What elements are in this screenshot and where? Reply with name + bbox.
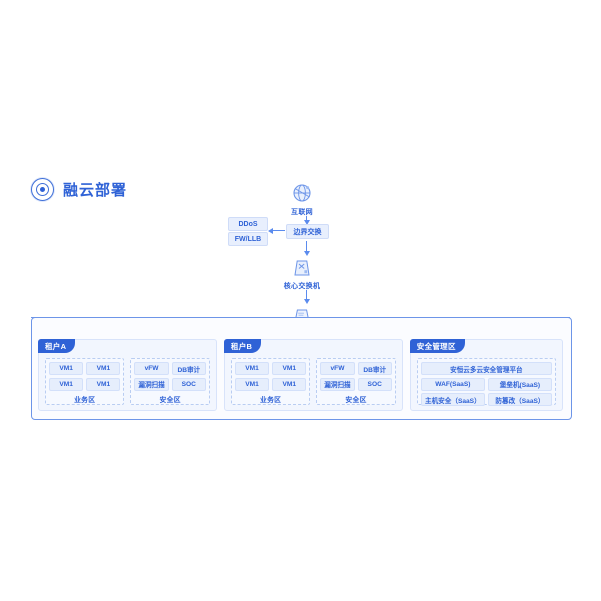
zone-tag: 安全管理区 [409,339,465,353]
arrow-edge-to-security [268,227,285,235]
core-switch-label: 核心交换机 [283,283,321,290]
vm-cell[interactable]: VM1 [272,377,307,391]
zone-tag: 租户B [223,339,262,353]
arrow-core-to-virtual [303,290,311,304]
zone-tag: 租户A [38,339,76,353]
security-cell[interactable]: vFW [134,362,169,375]
security-cell[interactable]: DB审计 [171,362,206,375]
zone-list: 租户A VM1 VM1 VM1 VM1 业务区 vFW D [38,339,563,411]
platform-cell[interactable]: 安恒云多云安全管理平台 [420,362,552,375]
bullseye-icon [31,178,54,201]
zone-tenant-b[interactable]: 租户B VM1 VM1 VM1 VM1 业务区 vFW D [223,339,403,411]
vm-cell[interactable]: VM1 [49,362,84,375]
security-cell[interactable]: SOC [171,377,206,391]
vm-cell[interactable]: VM1 [234,362,270,375]
subzone-label: 业务区 [74,397,96,404]
subzone-label: 安全区 [159,397,181,404]
zone-security-management[interactable]: 安全管理区 安恒云多云安全管理平台 WAF(SaaS) 堡垒机(SaaS) 主机… [409,339,563,411]
subzone-security: vFW DB审计 漏洞扫描 SOC 安全区 [316,358,396,405]
vm-cell[interactable]: VM1 [86,377,121,391]
security-cell[interactable]: 漏洞扫描 [134,377,169,391]
page-title: 融云部署 [31,178,127,201]
saas-cell[interactable]: 防篡改（SaaS） [487,393,552,406]
subzone-business: VM1 VM1 VM1 VM1 业务区 [45,358,125,405]
subzone-business: VM1 VM1 VM1 VM1 业务区 [230,358,311,405]
subzone-security: vFW DB审计 漏洞扫描 SOC 安全区 [130,358,210,405]
vm-cell[interactable]: VM1 [86,362,121,375]
core-switch-icon [292,257,312,277]
saas-cell[interactable]: 堡垒机(SaaS) [487,377,552,391]
security-cell[interactable]: SOC [357,377,392,391]
fw-llb-node: FW/LLB [228,232,268,246]
subzone-label: 安全区 [345,397,367,404]
security-cell[interactable]: vFW [320,362,355,375]
arrow-internet-to-edge [303,216,311,225]
vm-cell[interactable]: VM1 [272,362,307,375]
vm-cell[interactable]: VM1 [234,377,270,391]
zone-tenant-a[interactable]: 租户A VM1 VM1 VM1 VM1 业务区 vFW D [38,339,217,411]
edge-switch-node: 边界交换 [286,224,329,239]
ddos-node: DDoS [228,217,268,231]
page-title-label: 融云部署 [63,182,128,199]
arrow-edge-to-core [303,241,311,256]
subzone-label: 业务区 [259,397,282,404]
security-cell[interactable]: DB审计 [357,362,392,375]
saas-cell[interactable]: 主机安全（SaaS） [420,393,485,406]
saas-cell[interactable]: WAF(SaaS) [420,377,485,391]
vm-cell[interactable]: VM1 [49,377,84,391]
internet-label: 互联网 [291,209,313,216]
globe-icon [290,182,314,206]
security-cell[interactable]: 漏洞扫描 [320,377,355,391]
